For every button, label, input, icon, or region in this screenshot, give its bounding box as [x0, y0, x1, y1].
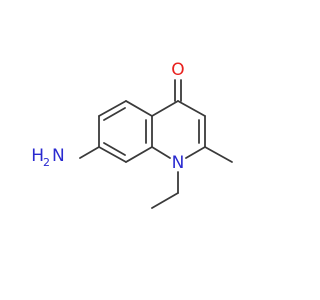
bond-c4-c3 [177, 100, 206, 117]
bond-c2-methyl [204, 146, 233, 163]
bond-c7-nh2 [79, 146, 100, 159]
bond-c2-n1 [185, 146, 206, 159]
amino-nitrogen-label: N [52, 146, 65, 166]
bond-c4a-c5 [125, 100, 153, 117]
ring-nitrogen-label: N [172, 153, 185, 173]
bond-c5-c6-inner [103, 107, 126, 121]
pyridinone-ring [151, 100, 206, 159]
oxygen-label: O [171, 60, 184, 80]
bond-c5-c6 [98, 100, 127, 117]
bond-n1-c8a [151, 146, 171, 159]
benzene-ring [98, 100, 153, 163]
amino-hydrogen-count: 2 [43, 156, 50, 169]
bond-ch2-ch3 [151, 192, 179, 209]
bond-c4a-c4 [151, 100, 179, 117]
amino-hydrogen-label: H [31, 146, 44, 166]
bond-c8-c8a [125, 146, 153, 163]
n-ethyl-group: N [151, 153, 185, 209]
bond-c7-c8 [98, 146, 127, 163]
bond-c7-c8-inner [103, 142, 126, 156]
carbonyl-group: O [171, 60, 185, 102]
